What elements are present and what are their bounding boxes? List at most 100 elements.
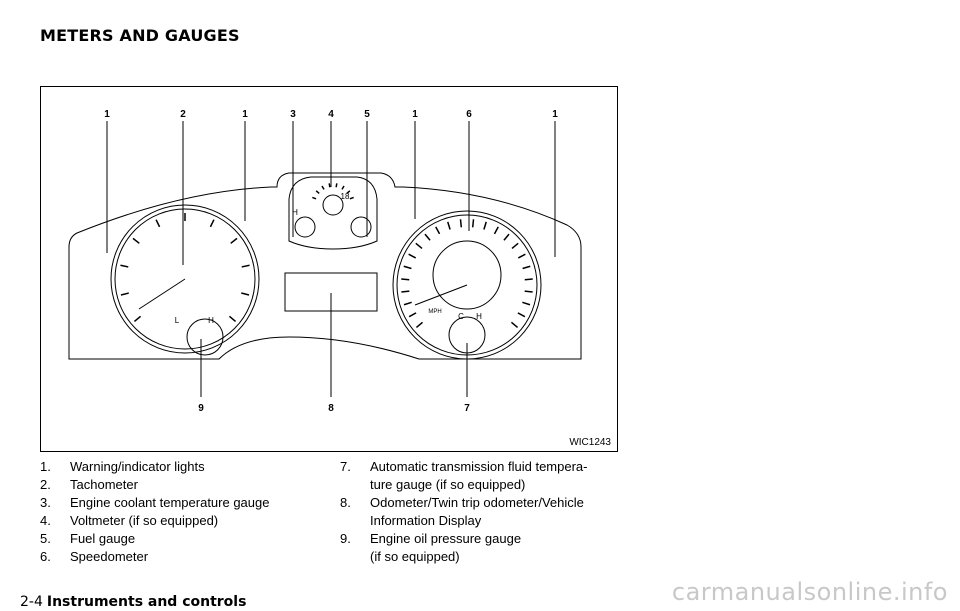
legend-item-number: 6. xyxy=(40,549,51,564)
voltmeter-tick xyxy=(349,196,354,200)
legend-item-text: Tachometer xyxy=(70,477,138,492)
callout-top-8: 6 xyxy=(466,109,472,120)
speedometer-tick xyxy=(522,301,531,306)
voltmeter-tick xyxy=(315,190,320,195)
tachometer-tick xyxy=(241,292,250,296)
voltmeter-tick xyxy=(328,183,331,188)
callout-top-1: 1 xyxy=(104,109,110,120)
speedometer-tick xyxy=(517,253,526,259)
speedometer-tick xyxy=(424,233,431,241)
legend-item-number: 1. xyxy=(40,459,51,474)
speedometer-tick xyxy=(435,226,441,235)
tachometer-tick xyxy=(120,292,129,296)
speedometer-tick xyxy=(517,312,526,318)
callout-bottom-2: 8 xyxy=(328,403,334,414)
legend-item-line: Automatic transmission fluid tempera- xyxy=(370,459,588,474)
callout-top-5: 4 xyxy=(328,109,334,120)
callout-top-3: 1 xyxy=(242,109,248,120)
callout-top-9: 1 xyxy=(552,109,558,120)
watermark: carmanualsonline.info xyxy=(671,578,948,606)
legend-list-left: 1.Warning/indicator lights 2.Tachometer … xyxy=(40,458,320,566)
tachometer-tick xyxy=(120,264,129,268)
trans-cold-label: C xyxy=(458,312,464,321)
page-title: METERS AND GAUGES xyxy=(40,26,240,45)
legend-item-number: 4. xyxy=(40,513,51,528)
speedometer-tick xyxy=(522,265,531,270)
voltmeter-tick xyxy=(312,196,317,200)
speedometer xyxy=(392,210,542,360)
legend-item: 7. Automatic transmission fluid tempera-t… xyxy=(340,458,640,494)
tachometer-tick xyxy=(241,264,250,268)
legend-item-number: 2. xyxy=(40,477,51,492)
callout-top-7: 1 xyxy=(412,109,418,120)
page-number: 2-4 xyxy=(20,594,43,610)
speedometer-tick xyxy=(524,290,533,293)
legend-item-line: Engine oil pressure gauge xyxy=(370,531,522,546)
legend-item-line: ture gauge (if so equipped) xyxy=(370,477,526,492)
speedometer-tick xyxy=(483,221,487,230)
legend-item-text: Fuel gauge xyxy=(70,531,136,546)
speedometer-tick xyxy=(401,290,410,293)
speedometer-tick xyxy=(415,321,424,328)
speedometer-tick xyxy=(403,301,412,306)
speedometer-tick xyxy=(510,321,519,328)
tachometer-tick xyxy=(133,315,142,322)
legend-item-line: Information Display xyxy=(370,513,482,528)
speedometer-tick xyxy=(511,242,519,249)
voltmeter-tick xyxy=(335,183,338,188)
callout-top-2: 2 xyxy=(180,109,186,120)
voltmeter-tick xyxy=(346,190,351,195)
legend-item-number: 3. xyxy=(40,495,51,510)
center-gauge-pod xyxy=(288,176,378,250)
legend-item-line: Odometer/Twin trip odometer/Vehicle xyxy=(370,495,584,510)
callout-top-4: 3 xyxy=(290,109,296,120)
speedometer-tick xyxy=(447,221,451,230)
tachometer-tick xyxy=(155,219,161,228)
callout-bottom-1: 9 xyxy=(198,403,204,414)
speedometer-tick xyxy=(471,219,475,228)
figure-code: WIC1243 xyxy=(569,437,611,448)
volt-18-label: 18 xyxy=(341,192,350,201)
legend-item-number: 9. xyxy=(340,531,351,546)
legend-item: 9. Engine oil pressure gauge (if so equipp… xyxy=(340,530,640,566)
legend-list-right: 7. Automatic transmission fluid tempera-t… xyxy=(340,458,640,566)
speedometer-tick xyxy=(459,219,463,228)
legend-item-number: 7. xyxy=(340,459,351,474)
speedometer-tick xyxy=(493,226,499,235)
tachometer-tick xyxy=(228,315,237,322)
instrument-cluster-figure: 1 2 1 3 4 5 1 6 1 9 8 7 H 18 L H C H MPH… xyxy=(40,86,618,452)
voltmeter-tick xyxy=(341,185,345,190)
tachometer-tick xyxy=(132,237,140,244)
legend-item-text: Voltmeter (if so equipped) xyxy=(70,513,219,528)
legend-item: 3. Engine coolant temperature gauge xyxy=(40,494,320,512)
legend-item-text: Automatic transmission fluid tempera-tur… xyxy=(370,458,640,494)
oil-low-label: L xyxy=(175,316,180,325)
tachometer-tick xyxy=(209,219,215,228)
callout-top-6: 5 xyxy=(364,109,370,120)
legend-item-text: Engine coolant temperature gauge xyxy=(70,495,270,510)
speedometer-tick xyxy=(524,278,533,281)
section-name: Instruments and controls xyxy=(46,594,247,610)
tachometer xyxy=(110,204,260,356)
speedometer-tick xyxy=(401,278,410,281)
instrument-cluster-diagram: 1 2 1 3 4 5 1 6 1 9 8 7 H 18 L H C H MPH xyxy=(68,109,582,414)
legend-item: 5.Fuel gauge xyxy=(40,530,320,548)
oil-high-label: H xyxy=(208,316,214,325)
legend-item-text: Warning/indicator lights xyxy=(70,459,205,474)
callout-bottom-3: 7 xyxy=(464,403,470,414)
temp-hot-label: H xyxy=(292,208,298,217)
voltmeter-tick xyxy=(321,185,325,190)
legend-item-text: Engine oil pressure gauge (if so equipped… xyxy=(370,530,640,566)
legend-item-number: 8. xyxy=(340,495,351,510)
legend-item: 4. Voltmeter (if so equipped) xyxy=(40,512,320,530)
tachometer-tick xyxy=(230,237,238,244)
legend-item: 6.Speedometer xyxy=(40,548,320,566)
speedometer-tick xyxy=(408,253,417,259)
legend-item-line: (if so equipped) xyxy=(370,549,460,564)
speedometer-tick xyxy=(503,233,510,241)
speedometer-tick xyxy=(415,242,423,249)
speedometer-tick xyxy=(408,312,417,318)
